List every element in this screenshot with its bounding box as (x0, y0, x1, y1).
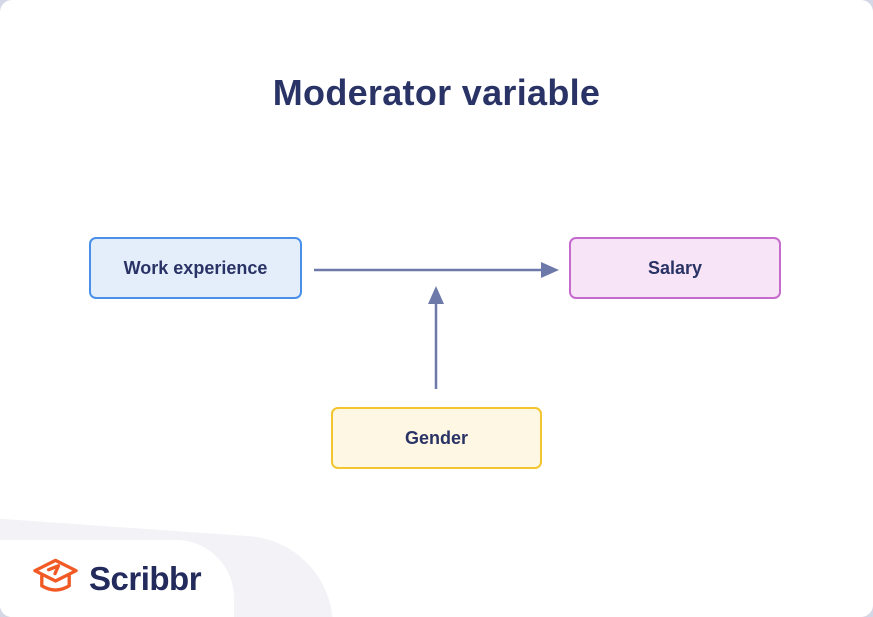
brand-logo-text: Scribbr (89, 560, 202, 597)
node-salary-label: Salary (647, 257, 703, 278)
brand-logo: Scribbr (32, 557, 202, 601)
graduation-cap-icon (32, 557, 79, 601)
node-gender-label: Gender (404, 427, 469, 448)
arrow-gender-to-relationship (428, 286, 444, 389)
page-title: Moderator variable (272, 72, 601, 113)
node-salary: Salary (569, 237, 781, 299)
footer-logo-card (0, 540, 234, 617)
node-work-experience: Work experience (89, 237, 302, 299)
node-gender: Gender (331, 407, 542, 469)
node-work-experience-label: Work experience (123, 257, 268, 278)
arrow-work-to-salary (314, 262, 559, 278)
